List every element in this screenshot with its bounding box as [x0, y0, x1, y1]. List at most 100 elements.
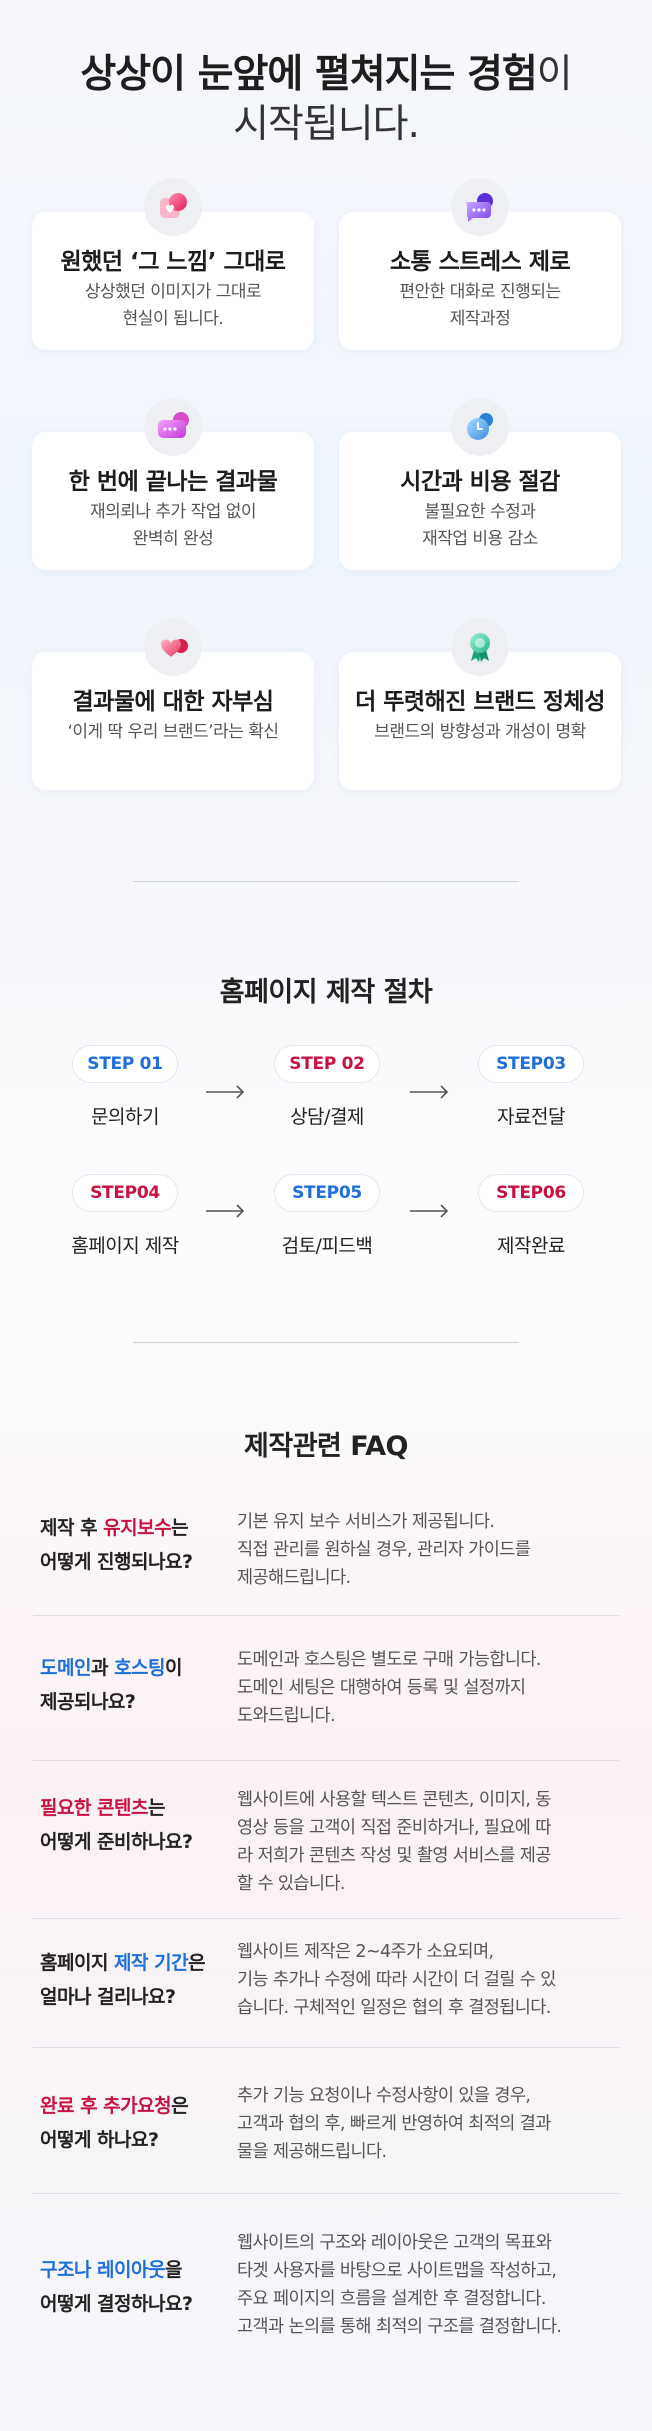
feature-card-5: 결과물에 대한 자부심 ‘이게 딱 우리 브랜드’라는 확신: [32, 652, 314, 790]
faq-question-segment: 은: [188, 1952, 206, 1974]
faq-answer-line: 습니다. 구체적인 일정은 협의 후 결정됩니다.: [237, 1998, 551, 2018]
step-2-pill: STEP 02: [274, 1045, 380, 1083]
hero-title-bold: 상상이 눈앞에 펼쳐지는 경험: [80, 52, 537, 97]
step-3-label: 자료전달: [497, 1106, 565, 1128]
step-5-label: 검토/피드백: [281, 1235, 373, 1257]
step-4-label: 홈페이지 제작: [71, 1235, 179, 1257]
step-1-label: 문의하기: [91, 1106, 159, 1128]
badge-icon: [451, 618, 509, 676]
section-divider: [133, 1342, 519, 1343]
step-5-pill: STEP05: [274, 1174, 380, 1212]
feature-title: 원했던 ‘그 느낌’ 그대로: [60, 249, 286, 275]
process-title: 홈페이지 제작 절차: [219, 977, 433, 1008]
faq-answer-4: 웹사이트 제작은 2~4주가 소요되며, 기능 추가나 수정에 따라 시간이 더 …: [237, 1938, 597, 2022]
step-3-pill: STEP03: [478, 1045, 584, 1083]
arrow-right-icon: [206, 1085, 245, 1099]
faq-answer-line: 라 저희가 콘텐츠 작성 및 촬영 서비스를 제공: [237, 1846, 551, 1866]
faq-answer-line: 제공해드립니다.: [237, 1568, 351, 1588]
faq-question-segment: 과: [90, 1657, 115, 1679]
step-6-pill: STEP06: [478, 1174, 584, 1212]
faq-title: 제작관련 FAQ: [244, 1431, 408, 1462]
faq-answer-line: 할 수 있습니다.: [237, 1874, 345, 1894]
faq-answer-line: 고객과 논의를 통해 최적의 구조를 결정합니다.: [237, 2317, 562, 2337]
step-4-pill: STEP04: [72, 1174, 178, 1212]
hero-title-light: 이: [536, 52, 573, 97]
faq-answer-line: 기본 유지 보수 서비스가 제공됩니다.: [237, 1512, 495, 1532]
feature-title: 결과물에 대한 자부심: [72, 689, 274, 715]
faq-answer-1: 기본 유지 보수 서비스가 제공됩니다. 직접 관리를 원하실 경우, 관리자 가…: [237, 1508, 597, 1592]
faq-divider: [33, 1760, 619, 1761]
faq-question-segment: 얼마나 걸리나요?: [40, 1986, 176, 2008]
step-2-label: 상담/결제: [290, 1106, 364, 1128]
faq-question-segment: 은: [171, 2095, 189, 2117]
faq-question-segment: 는: [148, 1797, 165, 1819]
faq-question-segment: 제공되나요?: [40, 1691, 136, 1713]
step-1-pill: STEP 01: [72, 1045, 178, 1083]
heart-hand-icon: [144, 618, 202, 676]
faq-answer-line: 도메인과 호스팅은 별도로 구매 가능합니다.: [237, 1650, 541, 1670]
feature-title: 한 번에 끝나는 결과물: [68, 469, 278, 495]
faq-question-segment: 이: [165, 1657, 182, 1679]
hero-title: 상상이 눈앞에 펼쳐지는 경험이 시작됩니다.: [0, 50, 652, 150]
faq-answer-line: 기능 추가나 수정에 따라 시간이 더 걸릴 수 있: [237, 1970, 556, 1990]
faq-answer-line: 도와드립니다.: [237, 1706, 336, 1726]
step-6-label: 제작완료: [497, 1235, 565, 1257]
arrow-right-icon: [410, 1085, 449, 1099]
hero-title-line2: 시작됩니다.: [233, 102, 420, 147]
faq-answer-5: 추가 기능 요청이나 수정사항이 있을 경우,고객과 협의 후, 빠르게 반영하…: [237, 2082, 597, 2166]
faq-divider: [33, 1615, 619, 1616]
faq-question-segment: 제작 후: [40, 1517, 104, 1539]
arrow-right-icon: [410, 1204, 449, 1218]
feature-desc: ‘이게 딱 우리 브랜드’라는 확신: [67, 722, 279, 742]
faq-answer-line: 웹사이트의 구조와 레이아웃은 고객의 목표와: [237, 2233, 552, 2253]
chat-bubble-icon: [451, 178, 509, 236]
faq-answer-2: 도메인과 호스팅은 별도로 구매 가능합니다. 도메인 세팅은 대행하여 등록 및…: [237, 1646, 597, 1730]
feature-title: 더 뚜렷해진 브랜드 정체성: [355, 689, 605, 715]
faq-answer-line: 주요 페이지의 흐름을 설계한 후 결정합니다.: [237, 2289, 546, 2309]
feature-desc: 브랜드의 방향성과 개성이 명확: [374, 722, 586, 742]
faq-question-segment: 어떻게 진행되나요?: [40, 1551, 193, 1573]
faq-question-segment: 어떻게 준비하나요?: [40, 1831, 193, 1853]
faq-answer-line: 타겟 사용자를 바탕으로 사이트맵을 작성하고,: [237, 2261, 557, 2281]
faq-answer-line: 웹사이트 제작은 2~4주가 소요되며,: [237, 1942, 494, 1962]
heart-icon: [144, 178, 202, 236]
faq-question-segment: 도메인: [40, 1657, 91, 1679]
clock-icon: [451, 398, 509, 456]
feature-title: 시간과 비용 절감: [400, 469, 560, 495]
faq-question-segment: 호스팅: [114, 1657, 166, 1679]
feature-title: 소통 스트레스 제로: [389, 249, 571, 275]
faq-divider: [33, 1918, 619, 1919]
faq-question-segment: 제작 기간: [114, 1952, 189, 1974]
faq-divider: [33, 2047, 619, 2048]
faq-answer-line: 웹사이트에 사용할 텍스트 콘텐츠, 이미지, 동: [237, 1790, 551, 1810]
faq-question-segment: 어떻게 결정하나요?: [40, 2293, 193, 2315]
faq-answer-line: 물을 제공해드립니다.: [237, 2142, 387, 2162]
faq-answer-line: 직접 관리를 원하실 경우, 관리자 가이드를: [237, 1540, 531, 1560]
faq-question-segment: 완료 후 추가요청: [40, 2095, 172, 2117]
faq-question-segment: 어떻게 하나요?: [40, 2129, 159, 2151]
faq-answer-line: 추가 기능 요청이나 수정사항이 있을 경우,: [237, 2086, 531, 2106]
faq-answer-line: 도메인 세팅은 대행하여 등록 및 설정까지: [237, 1678, 526, 1698]
faq-question-segment: 구조나 레이아웃: [40, 2259, 165, 2281]
faq-question-segment: 을: [164, 2259, 182, 2281]
browser-icon: [144, 398, 202, 456]
arrow-right-icon: [206, 1204, 245, 1218]
faq-question-segment: 필요한 콘텐츠: [40, 1797, 149, 1819]
faq-question-segment: 는: [171, 1517, 189, 1539]
faq-divider: [33, 2193, 619, 2194]
faq-question-segment: 홈페이지: [40, 1952, 115, 1974]
